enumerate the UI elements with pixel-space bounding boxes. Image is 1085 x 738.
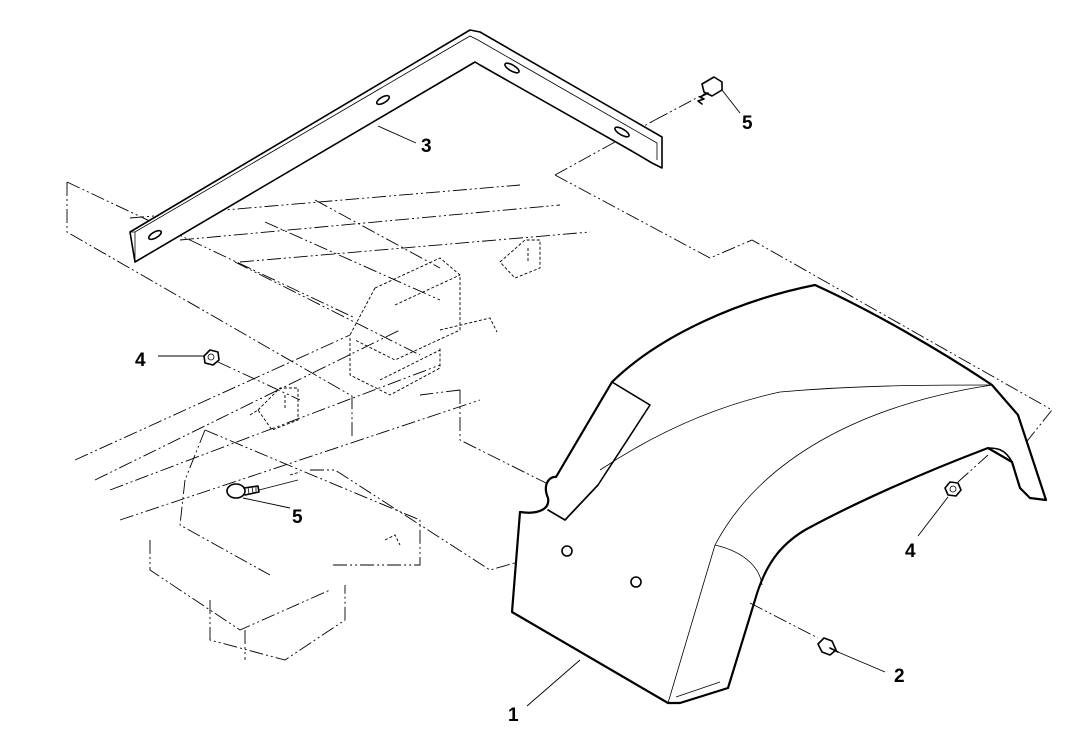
leader-part-1: [526, 659, 581, 707]
callout-nut-right: 4: [905, 541, 916, 562]
callout-fender: 1: [508, 705, 519, 726]
callout-bracket: 3: [421, 136, 432, 157]
nut-part-4-left: [158, 349, 301, 401]
callout-bolt-mid: 5: [292, 507, 303, 528]
mounting-tabs-hidden: [249, 239, 541, 546]
bolt-part-5-top: [654, 76, 741, 121]
bolt-part-5-mid: [226, 479, 299, 509]
bracket-part-3: [129, 29, 663, 263]
bolt-part-2: [749, 602, 886, 673]
callout-nut-left: 4: [135, 350, 146, 371]
callout-bolt-front: 2: [894, 666, 905, 687]
machine-frame-phantom: [66, 119, 1053, 661]
fender-part-1: [510, 283, 1048, 705]
leader-part-3: [377, 125, 417, 144]
callout-bolt-top: 5: [742, 113, 753, 134]
nut-part-4-right: [917, 454, 989, 537]
